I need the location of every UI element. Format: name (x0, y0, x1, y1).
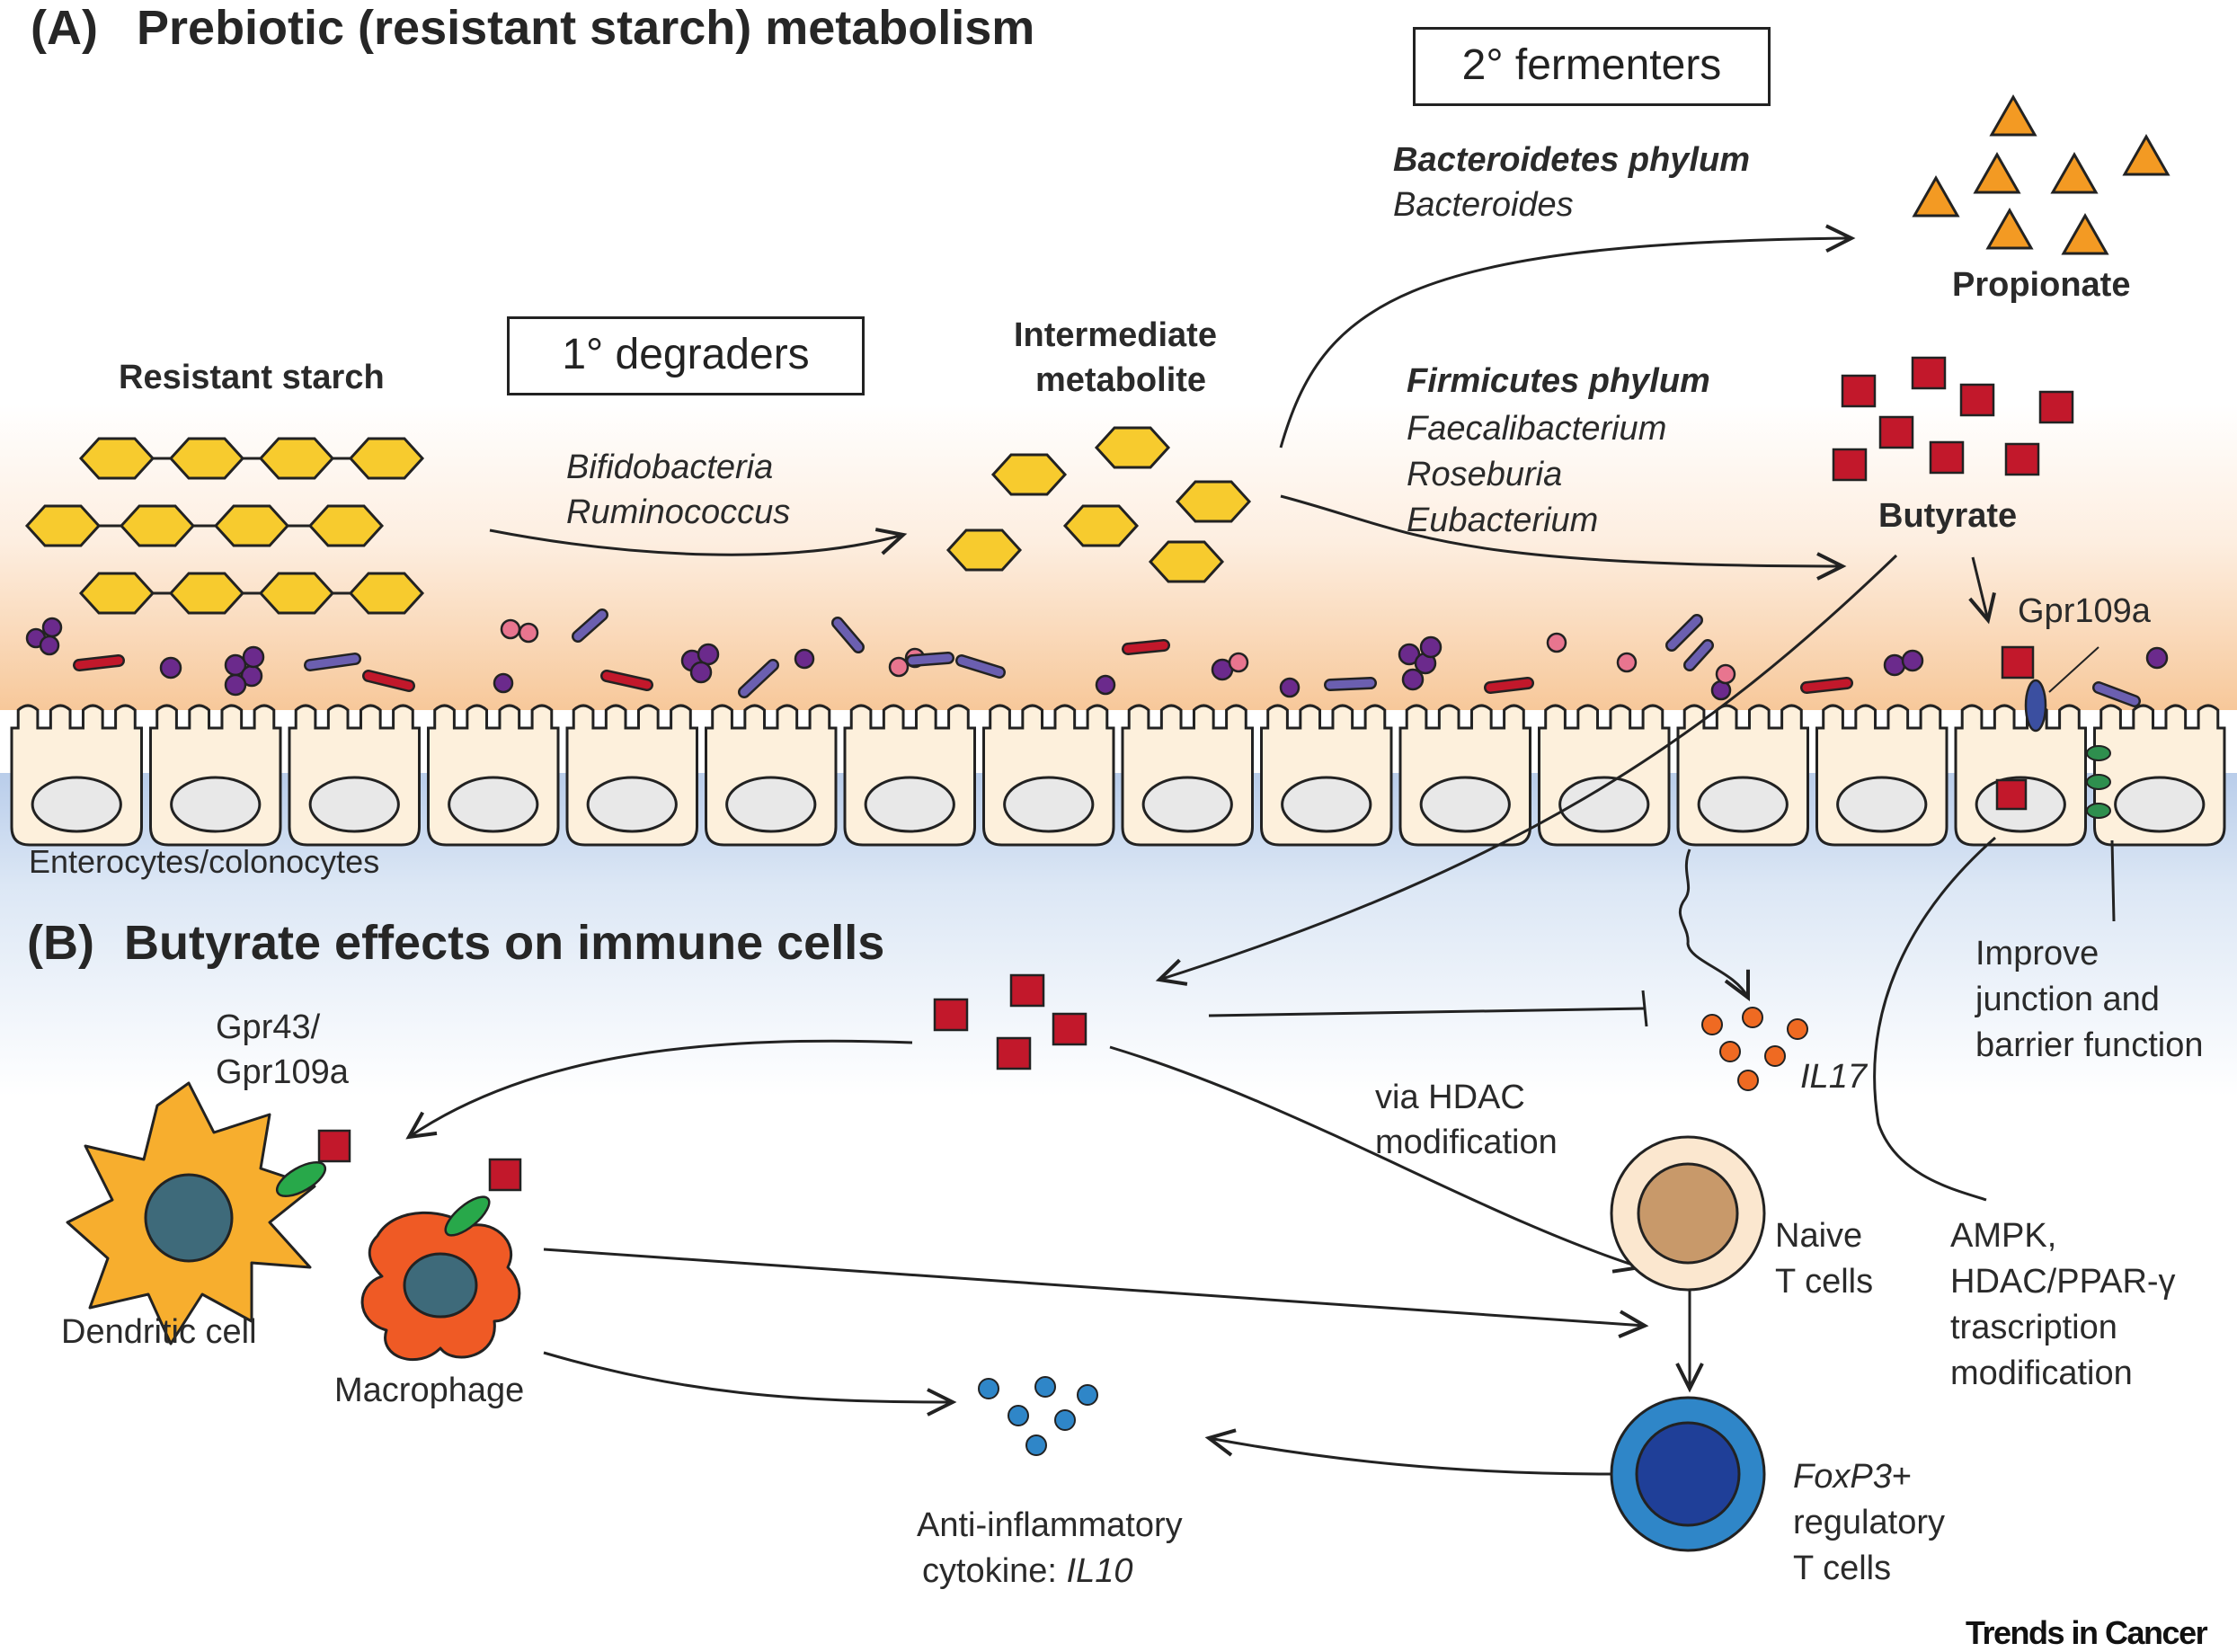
resistant-starch-label: Resistant starch (119, 359, 385, 396)
cell-nucleus (1141, 776, 1233, 833)
panel-b-title: Butyrate effects on immune cells (124, 916, 885, 970)
butyrate-cluster-b (933, 973, 1087, 1070)
gut-bacteria (25, 608, 2169, 707)
panel-b-label: (B) (27, 916, 94, 970)
propionate-label: Propionate (1952, 266, 2131, 304)
foxp3-text: FoxP3 (1793, 1458, 1892, 1496)
cell-nucleus (308, 776, 400, 833)
cell-nucleus (31, 776, 122, 833)
gpr109a-label: Gpr109a (2018, 592, 2151, 630)
firmicutes-genus-2: Roseburia (1407, 456, 1563, 493)
intermediate-metabolite-shapes (945, 426, 1252, 583)
barrier-line-3: barrier function (1975, 1026, 2204, 1064)
cell-nucleus (864, 776, 955, 833)
bacteroidetes-genus: Bacteroides (1393, 186, 1574, 224)
regulatory-t-cell (1610, 1396, 1766, 1552)
dendritic-cell (66, 1081, 351, 1346)
gpr109a-receptor (1995, 645, 2099, 811)
degraders-list: Bifidobacteria Ruminococcus (566, 445, 790, 535)
degrader-1: Bifidobacteria (566, 449, 774, 486)
starch-chain-2 (24, 504, 385, 547)
il17-label: IL17 (1800, 1058, 1867, 1096)
firmicutes-genera: Faecalibacterium Roseburia Eubacterium (1407, 406, 1666, 544)
cell-nucleus (1419, 776, 1511, 833)
cell-nucleus (170, 776, 262, 833)
il17-molecules (1701, 1007, 1808, 1091)
cell-nucleus (1697, 776, 1789, 833)
il10-label: Anti-inflammatory cytokine: IL10 (917, 1503, 1183, 1594)
ampk-line-4: modification (1950, 1354, 2133, 1392)
cell-nucleus (1558, 776, 1650, 833)
intermediate-metabolite-label: Intermediate metabolite (1014, 313, 1217, 403)
panel-a-label: (A) (31, 1, 98, 55)
intermediate-line-2: metabolite (1035, 361, 1207, 399)
starch-chain-1 (78, 437, 425, 480)
epithelium (10, 704, 2226, 847)
resistant-starch-chains (24, 437, 425, 615)
gpr43-label: Gpr43/ Gpr109a (216, 1005, 349, 1095)
degrader-2: Ruminococcus (566, 493, 791, 531)
macrophage-label: Macrophage (334, 1372, 525, 1409)
naive-line-2: T cells (1775, 1263, 1874, 1301)
ampk-label: AMPK, HDAC/PPAR-γ trascription modificat… (1950, 1213, 2176, 1397)
cell-nucleus (1836, 776, 1928, 833)
macrophage-cell (360, 1158, 522, 1362)
barrier-line-2: junction and (1975, 981, 2160, 1018)
hdac-line-2: modification (1375, 1124, 1558, 1161)
ampk-line-1: AMPK, (1950, 1217, 2057, 1255)
cell-nucleus (2114, 776, 2206, 833)
foxp3-plus: + (1891, 1458, 1913, 1496)
il10-prefix: cytokine: (922, 1552, 1067, 1590)
cell-nucleus (725, 776, 817, 833)
tight-junction-proteins (2086, 745, 2111, 819)
propionate-molecules (1912, 93, 2170, 255)
firmicutes-genus-1: Faecalibacterium (1407, 410, 1667, 448)
bacteroidetes-title: Bacteroidetes phylum (1393, 141, 1750, 179)
gpr43-line-1: Gpr43/ (216, 1008, 321, 1046)
treg-label: FoxP3+ regulatory T cells (1793, 1454, 1945, 1592)
epithelium-label: Enterocytes/colonocytes (29, 843, 380, 880)
treg-line-3: T cells (1793, 1550, 1892, 1587)
il10-molecules (978, 1376, 1098, 1456)
butyrate-molecules (1832, 356, 2074, 482)
barrier-line-1: Improve (1975, 935, 2099, 973)
naive-t-cells-label: Naive T cells (1775, 1213, 1873, 1305)
primary-degraders-box: 1° degraders (507, 316, 865, 395)
ampk-line-2: HDAC/PPAR-γ (1950, 1263, 2176, 1301)
journal-logo: Trends in Cancer (1966, 1614, 2208, 1651)
hdac-label: via HDAC modification (1375, 1075, 1558, 1165)
butyrate-label: Butyrate (1878, 497, 2018, 535)
starch-chain-3 (78, 572, 425, 615)
hdac-line-1: via HDAC (1375, 1079, 1525, 1116)
gpr43-line-2: Gpr109a (216, 1053, 349, 1091)
secondary-fermenters-box: 2° fermenters (1413, 27, 1771, 106)
firmicutes-title: Firmicutes phylum (1407, 362, 1710, 400)
panel-b-arrows (405, 554, 2116, 1476)
il10-line-1: Anti-inflammatory (917, 1506, 1183, 1544)
naive-line-1: Naive (1775, 1217, 1863, 1255)
barrier-function-label: Improve junction and barrier function (1975, 931, 2203, 1069)
cell-nucleus (1003, 776, 1095, 833)
firmicutes-genus-3: Eubacterium (1407, 502, 1599, 539)
cell-nucleus (586, 776, 678, 833)
treg-line-2: regulatory (1793, 1504, 1945, 1541)
cell-nucleus (448, 776, 539, 833)
cell-nucleus (1281, 776, 1372, 833)
naive-t-cell (1610, 1135, 1766, 1292)
dendritic-cell-label: Dendritic cell (61, 1313, 257, 1351)
il10-name: IL10 (1066, 1552, 1133, 1590)
panel-a-title: Prebiotic (resistant starch) metabolism (137, 1, 1035, 55)
intermediate-line-1: Intermediate (1014, 316, 1217, 354)
panel-a-arrows (489, 224, 1996, 625)
ampk-line-3: trascription (1950, 1309, 2117, 1346)
